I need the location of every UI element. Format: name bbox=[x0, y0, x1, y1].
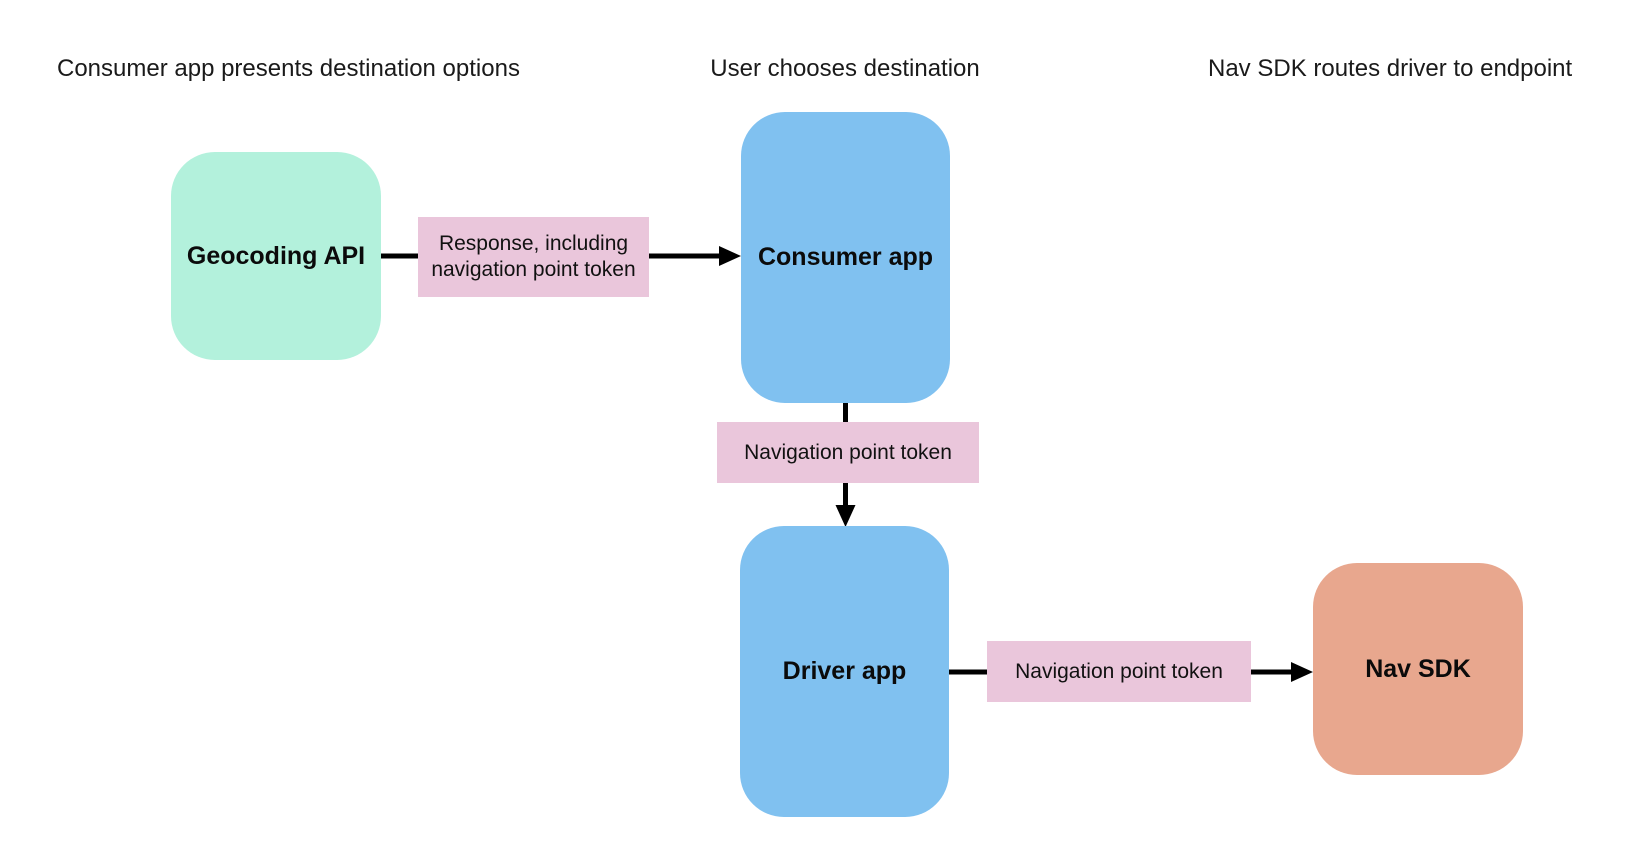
stage-label-user-chooses: User chooses destination bbox=[710, 55, 980, 82]
arrowhead-into-driver-app bbox=[835, 505, 856, 527]
node-consumer-app: Consumer app bbox=[741, 112, 950, 403]
node-label-driver-app: Driver app bbox=[782, 657, 907, 685]
node-label-consumer-app: Consumer app bbox=[757, 243, 934, 271]
stage-label-consumer-presents: Consumer app presents destination option… bbox=[57, 55, 520, 82]
node-driver-app: Driver app bbox=[740, 526, 949, 817]
node-label-nav-sdk: Nav SDK bbox=[1365, 654, 1471, 683]
node-label-geocoding-api: Geocoding API bbox=[186, 241, 366, 270]
edge-label-response-including-token: Response, including navigation point tok… bbox=[418, 217, 649, 297]
arrowhead-into-nav-sdk bbox=[1291, 662, 1313, 682]
node-geocoding-api: Geocoding API bbox=[171, 152, 381, 360]
node-nav-sdk: Nav SDK bbox=[1313, 563, 1523, 775]
edge-label-navigation-point-token-vertical: Navigation point token bbox=[717, 422, 979, 483]
edge-label-navigation-point-token-horizontal: Navigation point token bbox=[987, 641, 1251, 702]
stage-label-navsdk-routes: Nav SDK routes driver to endpoint bbox=[1208, 55, 1573, 82]
arrowhead-into-consumer-app bbox=[719, 246, 741, 266]
